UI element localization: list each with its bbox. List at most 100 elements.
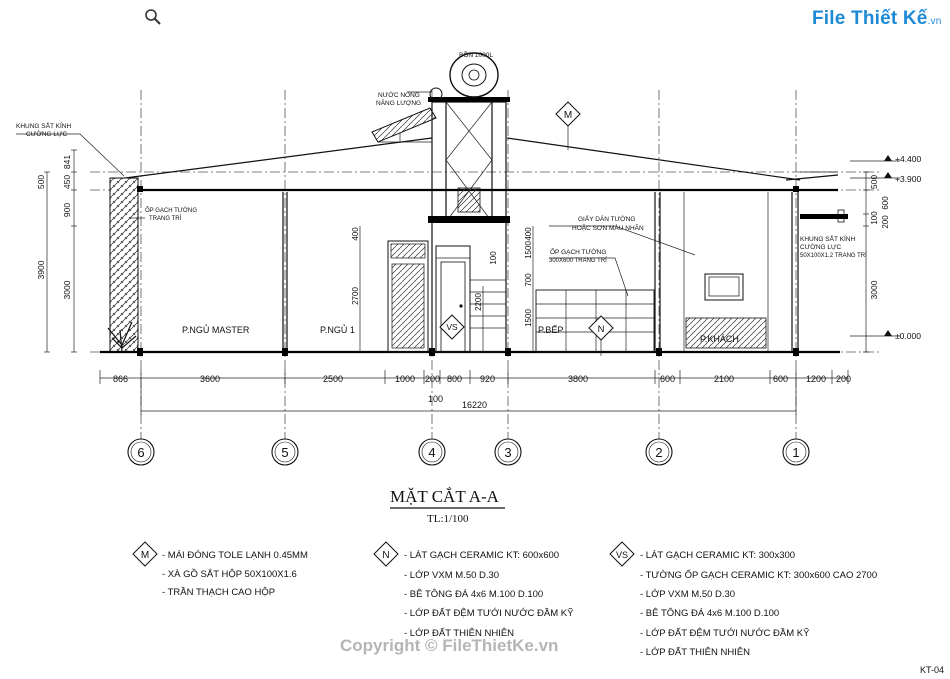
note-tile-2: TRANG TRÍ — [149, 215, 182, 222]
svg-text:2: 2 — [655, 445, 662, 460]
plant-icon — [107, 321, 137, 353]
right-dimensions: 500 600 200 100 3000 — [863, 171, 890, 353]
legend-n: - LÁT GẠCH CERAMIC KT: 600x600 - LỚP VXM… — [404, 550, 574, 639]
svg-text:2700: 2700 — [351, 287, 360, 305]
svg-text:- LỚP ĐẤT ĐỆM TƯỚI NƯỚC ĐẦM KỸ: - LỚP ĐẤT ĐỆM TƯỚI NƯỚC ĐẦM KỸ — [404, 608, 574, 619]
note-right-3: 50X100X1.2 TRANG TRÍ — [800, 252, 867, 259]
svg-text:M: M — [141, 550, 149, 561]
level-marks: +4.400 +3.900 ±0.000 — [850, 154, 922, 341]
svg-text:- LỚP VXM M.50 D.30: - LỚP VXM M.50 D.30 — [404, 570, 499, 581]
svg-text:3000: 3000 — [869, 280, 879, 299]
svg-text:1500: 1500 — [524, 241, 533, 259]
svg-text:500: 500 — [869, 175, 879, 189]
svg-text:3900: 3900 — [36, 260, 46, 279]
tag-m-marker: M — [555, 101, 581, 150]
svg-text:100: 100 — [428, 394, 443, 404]
solar-label-2: NĂNG LƯỢNG — [376, 98, 421, 107]
note-left-1: KHUNG SẮT KÍNH — [16, 121, 71, 130]
svg-text:- MÁI ĐÓNG TOLE LẠNH 0.45MM: - MÁI ĐÓNG TOLE LẠNH 0.45MM — [162, 550, 308, 561]
roof — [109, 137, 839, 192]
svg-text:200: 200 — [836, 374, 851, 384]
svg-text:N: N — [598, 324, 605, 335]
total-dimension: 16220 — [462, 400, 487, 410]
svg-text:450: 450 — [62, 175, 72, 189]
wallpaper-note-2: HOẶC SƠN MÀU NHÃN — [572, 223, 644, 232]
svg-text:4: 4 — [428, 445, 435, 460]
leader-lines — [16, 91, 799, 297]
svg-text:+3.900: +3.900 — [895, 174, 922, 184]
svg-text:- LỚP ĐẤT THIÊN NHIÊN: - LỚP ĐẤT THIÊN NHIÊN — [640, 647, 750, 658]
openings — [387, 192, 848, 353]
svg-text:2500: 2500 — [323, 374, 343, 384]
svg-text:5: 5 — [281, 445, 288, 460]
svg-text:2200: 2200 — [474, 293, 483, 311]
axis-bubbles: 6 5 4 3 2 1 — [127, 438, 810, 466]
water-tank-tower — [371, 52, 510, 353]
svg-text:500: 500 — [36, 175, 46, 189]
sheet-code: KT-04 — [919, 665, 944, 675]
svg-text:VS: VS — [446, 322, 458, 332]
copyright-watermark: Copyright © FileThietKe.vn — [340, 636, 559, 655]
tank-label: BỒN 1000L — [459, 49, 493, 59]
room-label-kitchen: P.BẾP — [538, 325, 563, 335]
svg-text:- BÊ TÔNG ĐÁ 4x6 M.100 D.100: - BÊ TÔNG ĐÁ 4x6 M.100 D.100 — [404, 589, 543, 600]
svg-text:1200: 1200 — [806, 374, 826, 384]
svg-text:N: N — [382, 550, 389, 561]
svg-text:400: 400 — [524, 227, 533, 241]
svg-text:- LÁT GẠCH CERAMIC KT: 600x600: - LÁT GẠCH CERAMIC KT: 600x600 — [404, 550, 559, 561]
svg-text:1000: 1000 — [395, 374, 415, 384]
svg-text:400: 400 — [351, 227, 360, 241]
svg-text:- LỚP VXM M.50 D.30: - LỚP VXM M.50 D.30 — [640, 589, 735, 600]
svg-text:- XÀ GỒ SẮT HỘP 50X100X1.6: - XÀ GỒ SẮT HỘP 50X100X1.6 — [162, 568, 297, 580]
legend-tag-vs: VS — [609, 541, 635, 567]
svg-text:3000: 3000 — [62, 280, 72, 299]
note-left-2: CƯỜNG LỰC — [26, 129, 68, 138]
note-tile-1: ỐP GẠCH TƯỜNG — [145, 207, 197, 214]
svg-text:920: 920 — [480, 374, 495, 384]
svg-text:100: 100 — [870, 211, 879, 225]
tag-n-marker: N — [588, 315, 614, 356]
grid-lines — [90, 90, 880, 440]
drawing-scale: TL:1/100 — [427, 513, 469, 525]
left-dimensions: 841 500 450 900 3000 3900 — [36, 149, 77, 353]
svg-text:- TRẦN THẠCH CAO HỘP: - TRẦN THẠCH CAO HỘP — [162, 587, 275, 598]
svg-text:200: 200 — [425, 374, 440, 384]
legend-vs: - LÁT GẠCH CERAMIC KT: 300x300 - TƯỜNG Ố… — [640, 550, 877, 658]
svg-text:866: 866 — [113, 374, 128, 384]
legend-m: - MÁI ĐÓNG TOLE LẠNH 0.45MM - XÀ GỒ SẮT … — [162, 550, 308, 598]
svg-text:6: 6 — [137, 445, 144, 460]
bottom-dimensions: 866 3600 2500 1000 200 800 920 3800 600 … — [99, 370, 851, 415]
solar-label-1: NƯỚC NÓNG — [378, 90, 420, 99]
svg-text:200: 200 — [881, 215, 890, 229]
svg-text:600: 600 — [660, 374, 675, 384]
svg-text:100: 100 — [489, 251, 498, 265]
drawing-title: MẶT CẮT A-A — [390, 487, 500, 506]
wallpaper-note-1: GIẤY DÁN TƯỜNG — [578, 213, 635, 223]
stone-wall — [109, 177, 139, 353]
svg-text:+4.400: +4.400 — [895, 154, 922, 164]
svg-text:- LỚP ĐẤT ĐỆM TƯỚI NƯỚC ĐẦM KỸ: - LỚP ĐẤT ĐỆM TƯỚI NƯỚC ĐẦM KỸ — [640, 628, 810, 639]
room-label-master: P.NGỦ MASTER — [182, 324, 250, 335]
note-right-2: CƯỜNG LỰC — [800, 242, 842, 251]
inner-dimensions: 400 2700 2200 700 1500 1500 400 100 — [351, 226, 534, 352]
svg-text:- LÁT GẠCH CERAMIC KT: 300x300: - LÁT GẠCH CERAMIC KT: 300x300 — [640, 550, 795, 561]
tile300-note-1: ỐP GẠCH TƯỜNG — [550, 246, 606, 256]
room-label-living: P.KHÁCH — [700, 334, 739, 344]
svg-text:900: 900 — [62, 203, 72, 217]
svg-text:3800: 3800 — [568, 374, 588, 384]
site-logo: File Thiết Kế.vn — [812, 8, 942, 29]
svg-text:2100: 2100 — [714, 374, 734, 384]
svg-text:600: 600 — [881, 196, 890, 210]
svg-text:- BÊ TÔNG ĐÁ 4x6 M.100 D.100: - BÊ TÔNG ĐÁ 4x6 M.100 D.100 — [640, 608, 779, 619]
zoom-icon[interactable] — [144, 8, 162, 26]
svg-text:±0.000: ±0.000 — [895, 331, 921, 341]
svg-text:700: 700 — [524, 273, 533, 287]
svg-text:841: 841 — [62, 155, 72, 169]
tile300-note-2: 300X600 TRANG TRÍ — [549, 257, 607, 264]
tag-vs-marker: VS — [439, 314, 465, 340]
svg-text:M: M — [564, 110, 572, 121]
room-label-bedroom-1: P.NGỦ 1 — [320, 324, 355, 335]
svg-text:3600: 3600 — [200, 374, 220, 384]
